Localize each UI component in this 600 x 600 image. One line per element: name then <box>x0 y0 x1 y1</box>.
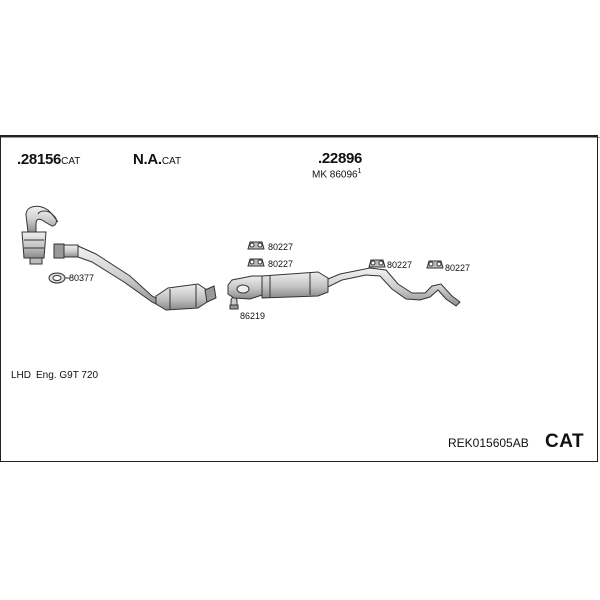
hanger-part-3 <box>368 259 386 268</box>
catalyst-code-suffix: CAT <box>161 156 182 167</box>
clamp-part-number: 86219 <box>240 311 266 321</box>
hanger-part-1 <box>247 241 265 250</box>
hanger-part-number-4: 80227 <box>445 263 471 273</box>
catalyst-code-label: N.A.CAT <box>133 152 181 168</box>
kit-type-label: CAT <box>545 431 585 452</box>
mounting-kit-number: 86096 <box>329 169 358 181</box>
engine-code-label: Eng. G9T 720 <box>36 370 99 381</box>
clamp-part <box>229 296 239 310</box>
rear-muffler <box>227 271 329 300</box>
manifold-code-number: .28156 <box>17 151 62 168</box>
hanger-part-number-3: 80227 <box>387 260 413 270</box>
catalytic-converter <box>155 283 217 311</box>
drive-side-label: LHD <box>11 370 32 381</box>
top-rule <box>0 137 600 138</box>
front-pipe <box>53 243 163 308</box>
tail-pipe <box>327 267 461 307</box>
hanger-part-2 <box>247 258 265 267</box>
hanger-part-4 <box>426 260 444 269</box>
gasket-part <box>48 272 70 284</box>
hanger-part-number-2: 80227 <box>268 259 294 269</box>
muffler-code-label: .22896 <box>318 151 362 167</box>
mounting-kit-mark: 1 <box>357 168 362 175</box>
diagram-frame <box>0 135 598 462</box>
exhaust-manifold <box>21 205 59 265</box>
mounting-kit-prefix: MK <box>312 169 327 181</box>
manifold-code-label: .28156CAT <box>17 152 80 168</box>
muffler-code-number: .22896 <box>318 150 363 167</box>
manifold-code-suffix: CAT <box>61 156 81 167</box>
gasket-part-number: 80377 <box>69 273 95 283</box>
mounting-kit-label: MK 860961 <box>312 168 362 180</box>
kit-reference: REK015605AB <box>448 436 529 450</box>
catalyst-code-number: N.A. <box>133 151 162 168</box>
hanger-part-number-1: 80227 <box>268 242 294 252</box>
